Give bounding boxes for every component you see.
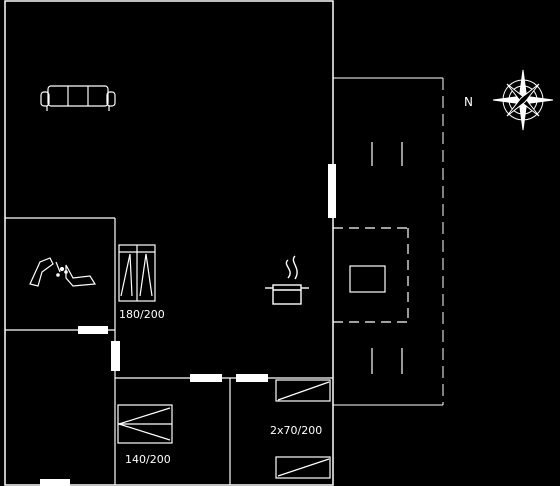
door-hall — [111, 341, 120, 371]
interior-walls — [5, 217, 333, 485]
shower-icon — [29, 257, 97, 287]
door-bedroom-1 — [190, 374, 222, 382]
room-label-2x70: 2x70/200 — [270, 424, 322, 437]
compass-north-label: N — [464, 95, 473, 109]
terrace-table-icon — [333, 142, 410, 374]
openings — [40, 164, 336, 486]
stove-pot-icon — [265, 255, 309, 305]
room-label-140: 140/200 — [125, 453, 171, 466]
compass-rose-icon — [492, 69, 554, 131]
room-label-180: 180/200 — [119, 308, 165, 321]
bunk-bed-icon — [118, 244, 156, 302]
single-beds-icon — [275, 379, 331, 479]
terrace-outline — [333, 77, 444, 406]
window-east — [328, 164, 336, 218]
door-bath — [78, 326, 108, 334]
outer-walls — [4, 0, 334, 486]
door-bedroom-2 — [236, 374, 268, 382]
door-entrance — [40, 479, 70, 486]
sofa-icon — [40, 85, 116, 111]
double-bed-icon — [117, 404, 173, 444]
